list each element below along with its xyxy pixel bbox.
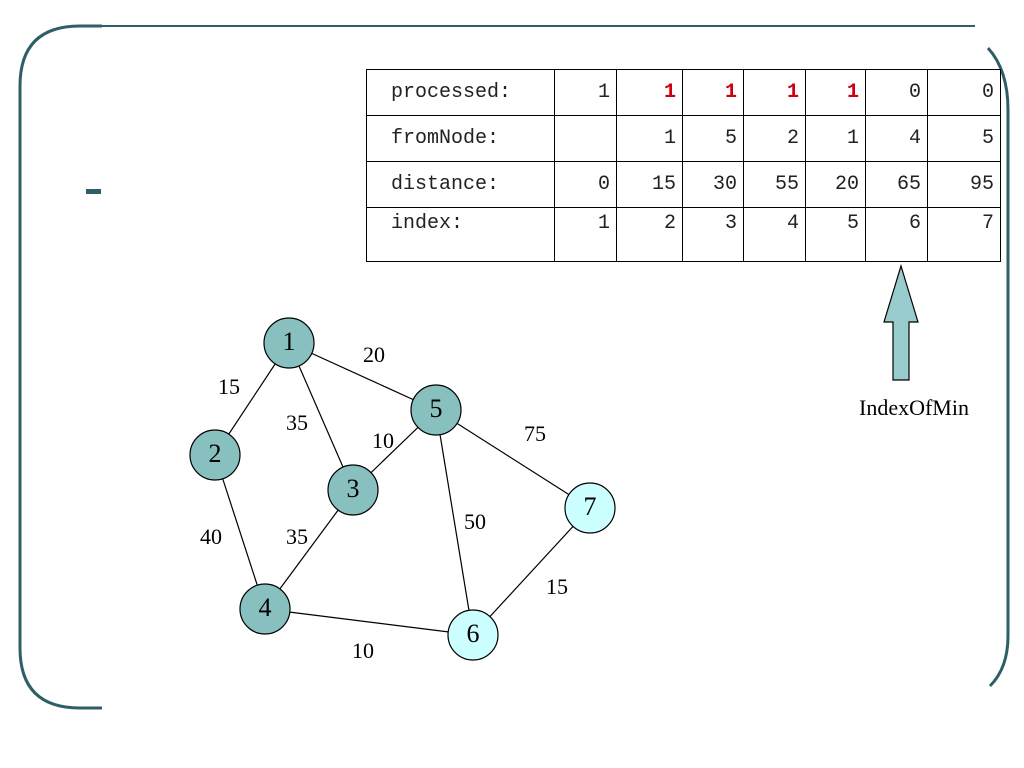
- graph-node-1: 1: [263, 317, 315, 369]
- table-cell: 2: [616, 207, 683, 262]
- edge-weight-label: 40: [200, 524, 222, 549]
- row-label: index:: [366, 207, 555, 262]
- graph-node-5: 5: [410, 384, 462, 436]
- edge-4-6: [264, 608, 474, 636]
- index-of-min-label: IndexOfMin: [859, 395, 969, 420]
- table-cell: 0: [554, 161, 617, 208]
- edge-weight-label: 35: [286, 524, 308, 549]
- node-circle: [410, 384, 462, 436]
- node-label: 1: [283, 327, 296, 356]
- edge-2-4: [214, 454, 266, 610]
- table-cell: 65: [865, 161, 928, 208]
- edge-weight-label: 20: [363, 342, 385, 367]
- table-cell: 3: [682, 207, 744, 262]
- table-cell: 1: [805, 69, 866, 116]
- table-cell: 4: [865, 115, 928, 162]
- frame-right-bracket: [986, 46, 1010, 688]
- graph-node-6: 6: [447, 609, 499, 661]
- table-cell: 1: [554, 69, 617, 116]
- node-circle: [263, 317, 315, 369]
- edge-5-7: [435, 409, 591, 509]
- node-circle: [447, 609, 499, 661]
- edge-weight-label: 10: [372, 428, 394, 453]
- table-cell: 1: [616, 115, 683, 162]
- graph-node-4: 4: [239, 583, 291, 635]
- slide-bullet: [86, 189, 101, 194]
- table-cell: 1: [682, 69, 744, 116]
- graph-node-3: 3: [327, 464, 379, 516]
- edge-1-3: [288, 342, 354, 491]
- node-label: 2: [209, 439, 222, 468]
- table-cell: 55: [743, 161, 806, 208]
- edge-weight-label: 35: [286, 410, 308, 435]
- edge-weight-label: 50: [464, 509, 486, 534]
- node-label: 3: [347, 474, 360, 503]
- graph-node-2: 2: [189, 429, 241, 481]
- edge-weight-label: 75: [524, 421, 546, 446]
- graph-node-7: 7: [564, 482, 616, 534]
- table-cell: 5: [927, 115, 1001, 162]
- table-cell: 15: [616, 161, 683, 208]
- table-cell: 1: [805, 115, 866, 162]
- node-circle: [564, 482, 616, 534]
- node-label: 4: [259, 593, 272, 622]
- table-cell: 20: [805, 161, 866, 208]
- node-label: 6: [467, 619, 480, 648]
- table-cell: 30: [682, 161, 744, 208]
- edge-weight-label: 15: [218, 374, 240, 399]
- table-cell: 0: [927, 69, 1001, 116]
- nodes-layer: 1 2 3 4 5 6 7: [189, 317, 616, 661]
- table-cell: [554, 115, 617, 162]
- table-cell: 1: [616, 69, 683, 116]
- node-circle: [239, 583, 291, 635]
- table-cell: 5: [682, 115, 744, 162]
- edge-5-6: [435, 409, 474, 636]
- table-cell: 95: [927, 161, 1001, 208]
- table-cell: 7: [927, 207, 1001, 262]
- node-label: 5: [430, 394, 443, 423]
- row-label: distance:: [366, 161, 555, 208]
- node-circle: [189, 429, 241, 481]
- node-label: 7: [584, 492, 597, 521]
- edge-1-5: [288, 342, 437, 411]
- row-label: fromNode:: [366, 115, 555, 162]
- table-cell: 1: [554, 207, 617, 262]
- up-arrow-icon: [883, 263, 919, 381]
- edge-weight-label: 10: [352, 638, 374, 663]
- row-label: processed:: [366, 69, 555, 116]
- frame-left-bracket: [18, 24, 102, 710]
- edge-7-6: [472, 507, 591, 636]
- node-circle: [327, 464, 379, 516]
- table-cell: 1: [743, 69, 806, 116]
- edge-weight-label: 15: [546, 574, 568, 599]
